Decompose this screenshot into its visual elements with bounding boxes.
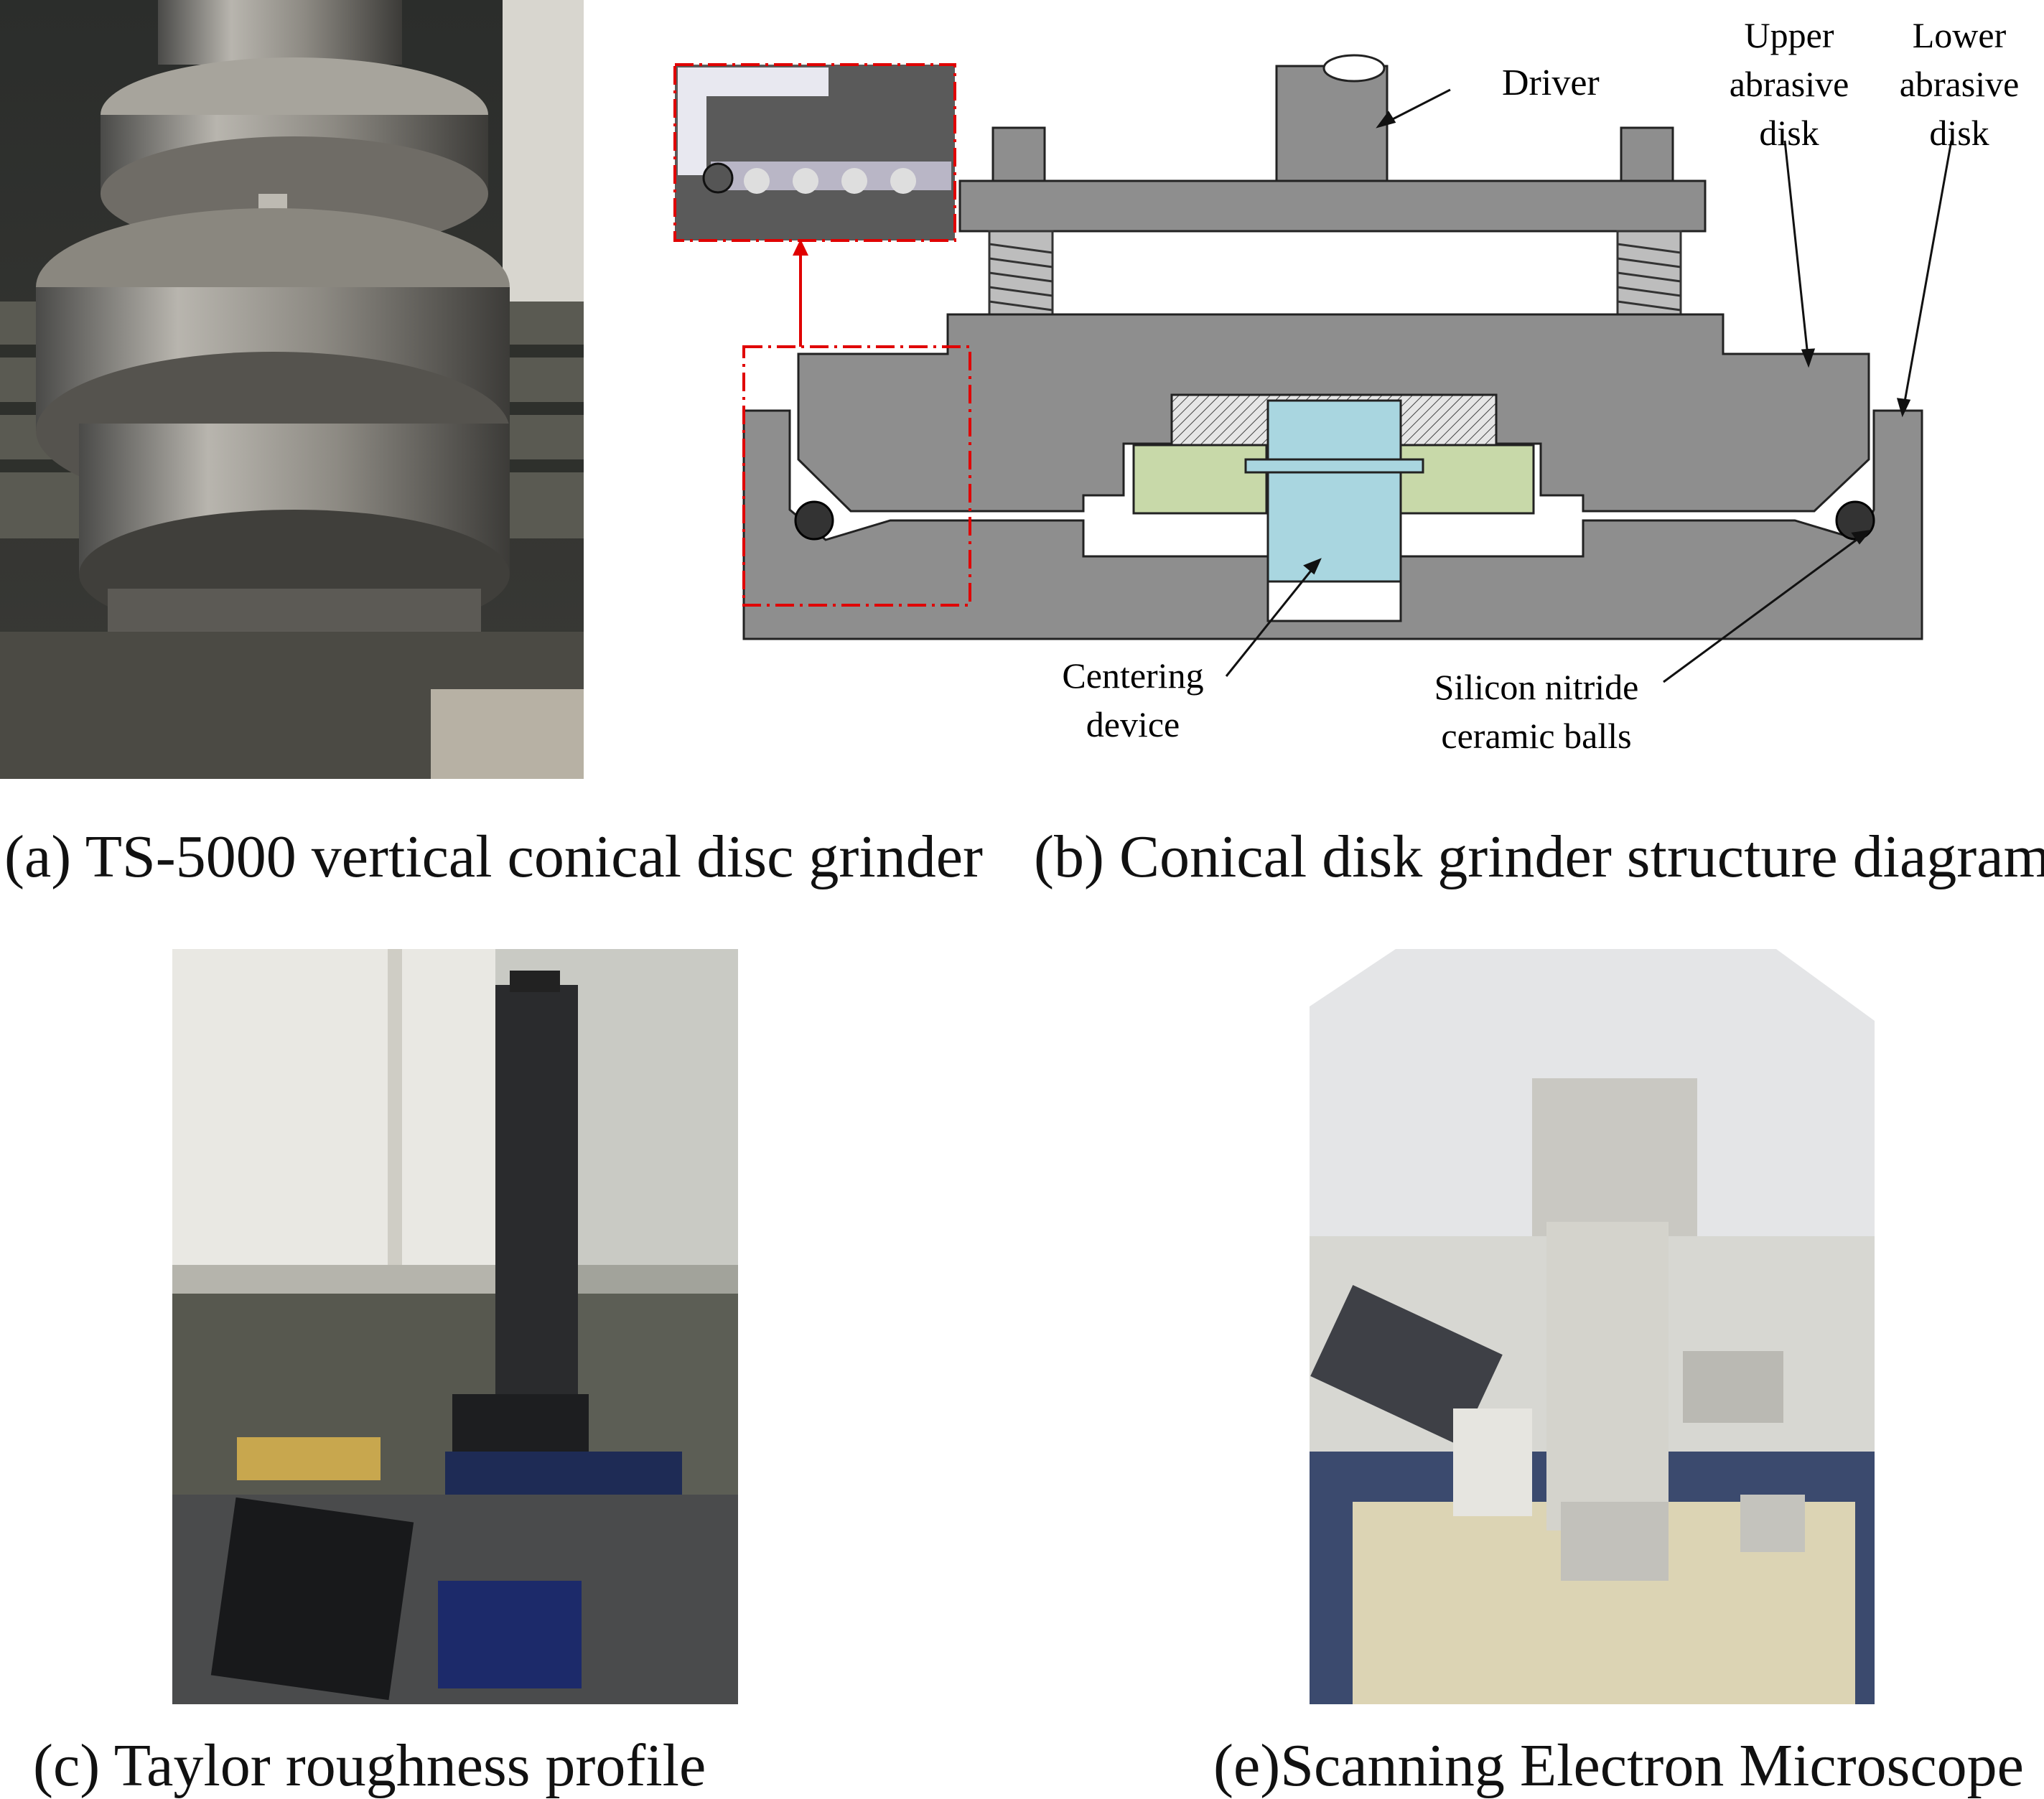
caption-e: (e)Scanning Electron Microscope: [1213, 1732, 2024, 1799]
centering-device: [1266, 399, 1402, 583]
photo-sem: [1310, 949, 1875, 1704]
post-left: [991, 126, 1046, 183]
detail-callout-box: [742, 345, 971, 607]
top-plate: [958, 179, 1707, 233]
label-upper-disk-3: disk: [1759, 113, 1819, 153]
label-upper-disk-2: abrasive: [1730, 64, 1849, 104]
detail-inset: [673, 63, 956, 242]
label-centering-2: device: [1086, 704, 1180, 744]
driver-shaft: [1275, 65, 1389, 182]
photo-grinder: [0, 0, 584, 779]
label-lower-disk-3: disk: [1929, 113, 1989, 153]
ceramic-ball-right: [1835, 500, 1875, 541]
caption-b: (b) Conical disk grinder structure diagr…: [1034, 823, 2044, 890]
bushing-left: [1132, 444, 1268, 515]
caption-c: (c) Taylor roughness profile: [33, 1732, 706, 1799]
label-driver: Driver: [1502, 62, 1600, 103]
spring-right: [1616, 230, 1682, 317]
label-balls-2: ceramic balls: [1441, 716, 1631, 756]
label-lower-disk-1: Lower: [1913, 22, 2007, 55]
profiler-photo-illustration: [172, 949, 738, 1704]
structure-diagram: Driver Upper abrasive disk Lower abrasiv…: [668, 15, 2032, 768]
bushing-right: [1399, 444, 1535, 515]
driver-shaft-top: [1322, 54, 1386, 83]
spring-left: [988, 230, 1054, 317]
label-upper-disk-1: Upper: [1745, 22, 1834, 55]
photo-roughness-profiler: [172, 949, 738, 1704]
label-balls-1: Silicon nitride: [1434, 667, 1639, 707]
grinder-photo-illustration: [0, 0, 584, 779]
structure-diagram-svg: Driver Upper abrasive disk Lower abrasiv…: [673, 15, 2020, 756]
post-right: [1620, 126, 1674, 183]
label-centering-1: Centering: [1062, 655, 1203, 696]
ceramic-ball-left: [794, 500, 834, 541]
caption-a: (a) TS-5000 vertical conical disc grinde…: [4, 823, 983, 890]
label-lower-disk-2: abrasive: [1900, 64, 2020, 104]
sem-photo-illustration: [1310, 949, 1875, 1704]
